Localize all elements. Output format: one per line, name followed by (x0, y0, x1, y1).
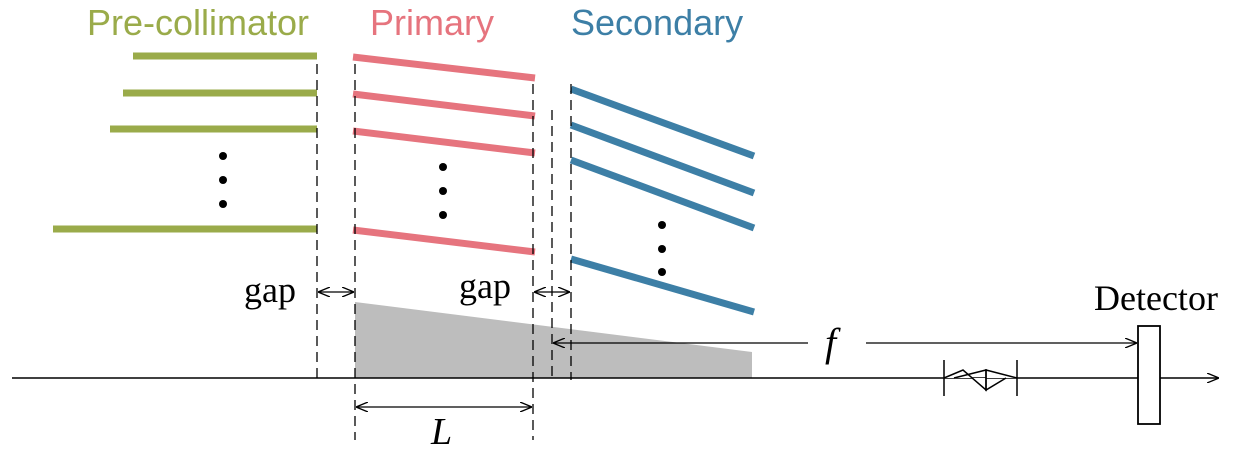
secondary-plate (569, 156, 756, 232)
primary-ellipsis-icon (439, 163, 447, 219)
length-label: L (430, 411, 452, 453)
pre-collimator-title: Pre-collimator (87, 2, 309, 43)
pre-collimator-plates (53, 52, 317, 233)
primary-title: Primary (370, 2, 494, 43)
primary-plate (352, 90, 536, 120)
primary-plate (352, 53, 536, 82)
detector-box (1137, 325, 1161, 425)
axis-break-icon (943, 360, 1018, 396)
secondary-plates (569, 85, 756, 316)
primary-plates (352, 53, 536, 256)
secondary-ellipsis-icon (658, 221, 666, 276)
secondary-plate (569, 85, 756, 160)
shaded-region (355, 302, 752, 378)
guide-lines (316, 64, 572, 440)
detector-label: Detector (1094, 278, 1218, 318)
gap-left-label: gap (244, 270, 296, 310)
primary-plate (352, 226, 536, 256)
pre-collimator-ellipsis-icon (219, 152, 227, 208)
secondary-title: Secondary (571, 2, 743, 43)
secondary-plate (570, 255, 755, 316)
gap-right-label: gap (459, 266, 511, 306)
secondary-plate (569, 121, 756, 197)
primary-plate (352, 127, 536, 157)
focal-label: f (825, 320, 841, 365)
